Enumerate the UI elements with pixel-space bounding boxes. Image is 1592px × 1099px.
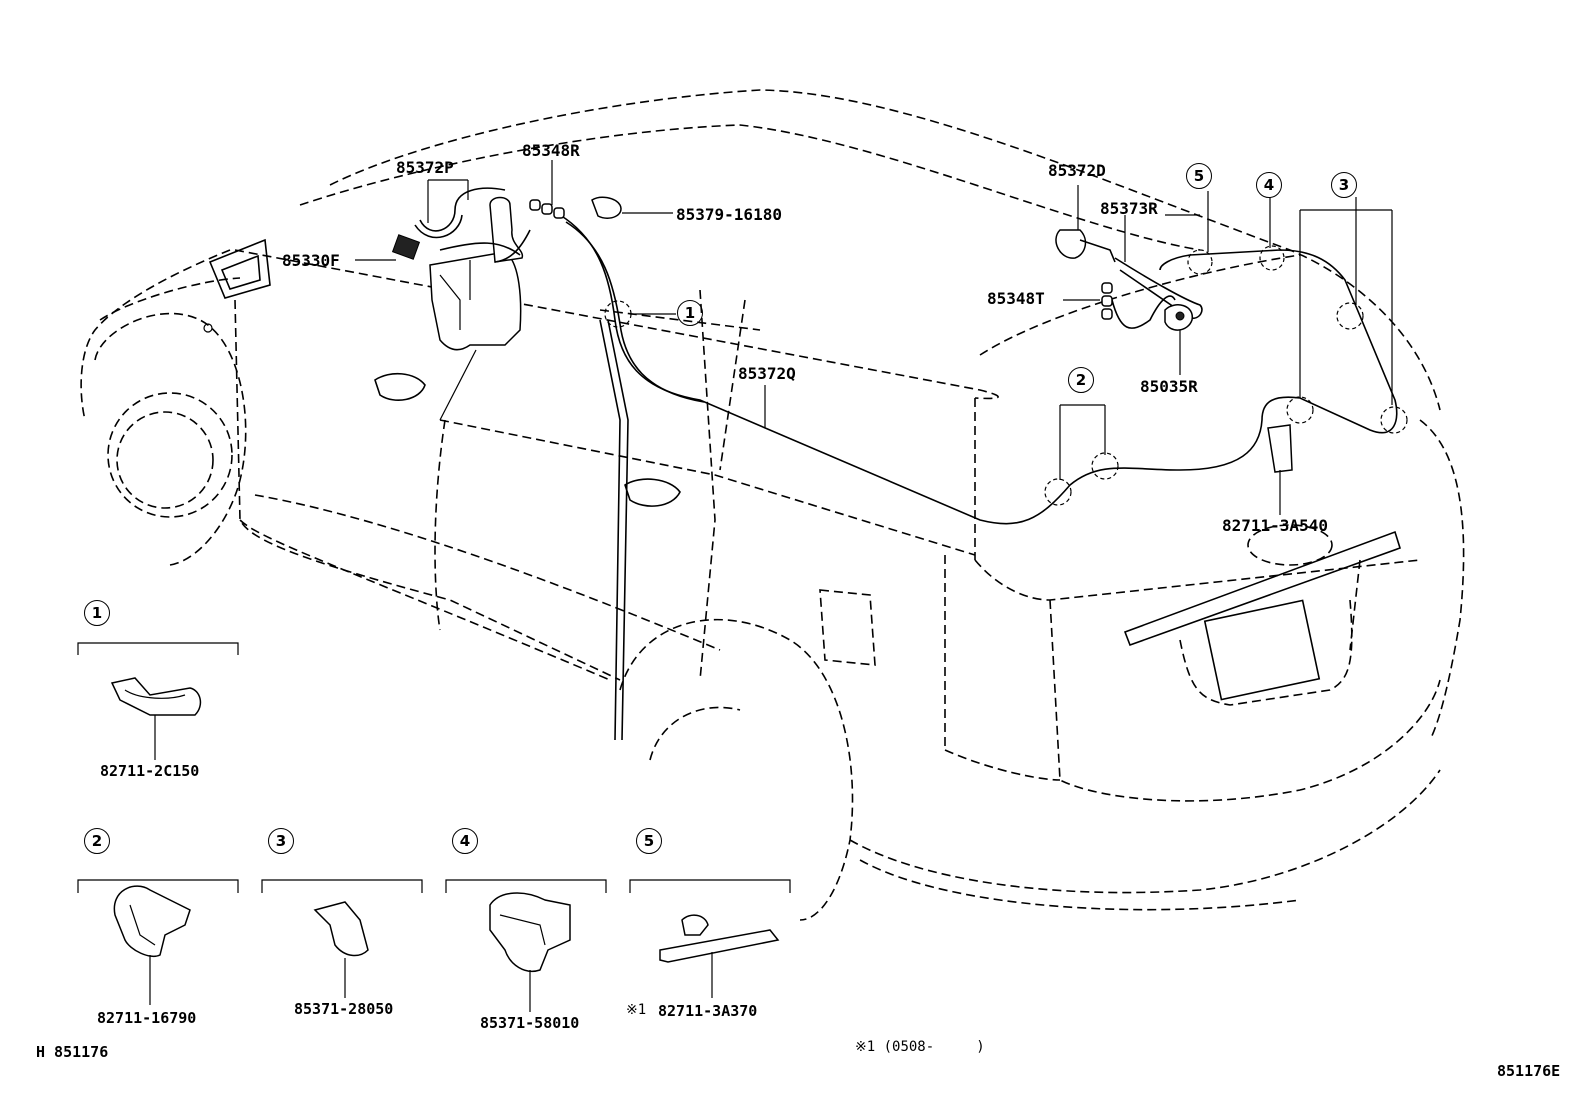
- detail-index-5: 5: [636, 828, 662, 854]
- label-85372Q: 85372Q: [738, 364, 796, 383]
- vehicle-outline: [80, 89, 1465, 921]
- label-85035R: 85035R: [1140, 377, 1198, 396]
- detail-index-1: 1: [84, 600, 110, 626]
- label-85330F: 85330F: [282, 251, 340, 270]
- label-85372D: 85372D: [1048, 161, 1106, 180]
- washer-tank: [391, 196, 524, 351]
- label-82711-3A540: 82711-3A540: [1222, 516, 1328, 535]
- detail-part-85371-58010: 85371-58010: [480, 1014, 580, 1032]
- label-85379-16180: 85379-16180: [676, 205, 782, 224]
- detail-index-2: 2: [84, 828, 110, 854]
- footnote: ※1 (0508- ): [855, 1039, 985, 1055]
- callout-1: 1: [677, 300, 703, 326]
- label-85348T: 85348T: [987, 289, 1045, 308]
- label-85372P: 85372P: [396, 158, 454, 177]
- label-85373R: 85373R: [1100, 199, 1158, 218]
- asterisk-note-mark: ※1: [626, 1002, 647, 1018]
- callout-5: 5: [1186, 163, 1212, 189]
- detail-part-82711-3A370: 82711-3A370: [658, 1002, 758, 1020]
- callout-2: 2: [1068, 367, 1094, 393]
- callout-4: 4: [1256, 172, 1282, 198]
- detail-part-85371-28050: 85371-28050: [294, 1000, 394, 1018]
- detail-index-3: 3: [268, 828, 294, 854]
- detail-index-4: 4: [452, 828, 478, 854]
- label-85348R: 85348R: [522, 141, 580, 160]
- washer-hoses: [414, 187, 1398, 741]
- figure-code: 851176E: [1497, 1062, 1561, 1080]
- callout-3: 3: [1331, 172, 1357, 198]
- leader-lines: [355, 160, 1393, 515]
- detail-part-82711-16790: 82711-16790: [97, 1009, 197, 1027]
- diagram-reference: H 851176: [36, 1043, 109, 1061]
- detail-part-82711-2C150: 82711-2C150: [100, 762, 200, 780]
- detail-insets: [77, 642, 791, 1012]
